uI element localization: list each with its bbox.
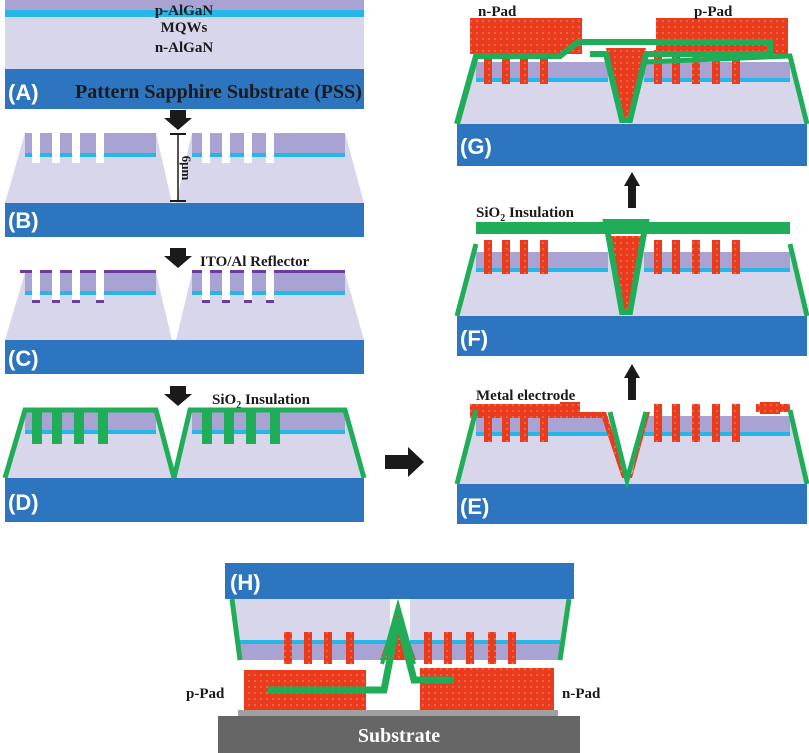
panel-b-label: (B) xyxy=(8,208,39,233)
up-arrow-icon xyxy=(624,172,640,208)
n-pad-label-g: n-Pad xyxy=(478,4,517,20)
panel-d-label: (D) xyxy=(8,490,39,515)
panel-g: n-Pad p-Pad (G) xyxy=(454,4,809,166)
panel-a-label: (A) xyxy=(8,80,39,105)
p-algan-layer xyxy=(5,0,364,10)
sapphire-substrate xyxy=(5,69,364,109)
right-arrow-icon xyxy=(385,447,424,477)
up-arrow-icon xyxy=(624,364,640,400)
n-algan-layer xyxy=(5,17,364,69)
pss-label: Pattern Sapphire Substrate (PSS) xyxy=(75,81,362,103)
sio2-label-d: SiO2 Insulation xyxy=(212,392,311,411)
down-arrow-icon xyxy=(164,110,192,130)
panel-a: p-AlGaN MQWs n-AlGaN (A) Pattern Sapphir… xyxy=(5,0,364,109)
p-pad-label-g: p-Pad xyxy=(694,4,733,20)
dimension-label: 6μm xyxy=(179,156,194,181)
panel-d: (D) xyxy=(2,407,367,522)
panel-c-label: (C) xyxy=(8,346,39,371)
panel-c: (C) xyxy=(5,270,364,374)
mqw-layer xyxy=(5,10,364,17)
mqw-label: MQWs xyxy=(161,20,208,36)
n-pad-label-h: n-Pad xyxy=(562,686,601,702)
down-arrow-icon xyxy=(164,386,192,406)
metal-electrode-label: Metal electrode xyxy=(476,388,576,404)
p-pad-label-h: p-Pad xyxy=(186,686,225,702)
sio2-label-f: SiO2 Insulation xyxy=(476,205,575,224)
panel-f-label: (F) xyxy=(460,326,488,351)
n-algan-label: n-AlGaN xyxy=(155,40,214,56)
ito-al-label: ITO/Al Reflector xyxy=(200,254,310,270)
down-arrow-icon xyxy=(164,248,192,268)
panel-f: SiO2 Insulation (F) xyxy=(454,205,809,356)
p-algan-label: p-AlGaN xyxy=(155,3,214,19)
substrate-label: Substrate xyxy=(358,725,440,747)
panel-h: (H) p-Pad n-Pad Substrate xyxy=(186,563,601,753)
panel-e: Metal electrode (E) xyxy=(454,388,809,524)
panel-g-label: (G) xyxy=(460,134,492,159)
panel-h-label: (H) xyxy=(230,570,261,595)
panel-e-label: (E) xyxy=(460,494,489,519)
panel-b: 6μm (B) xyxy=(5,133,364,237)
